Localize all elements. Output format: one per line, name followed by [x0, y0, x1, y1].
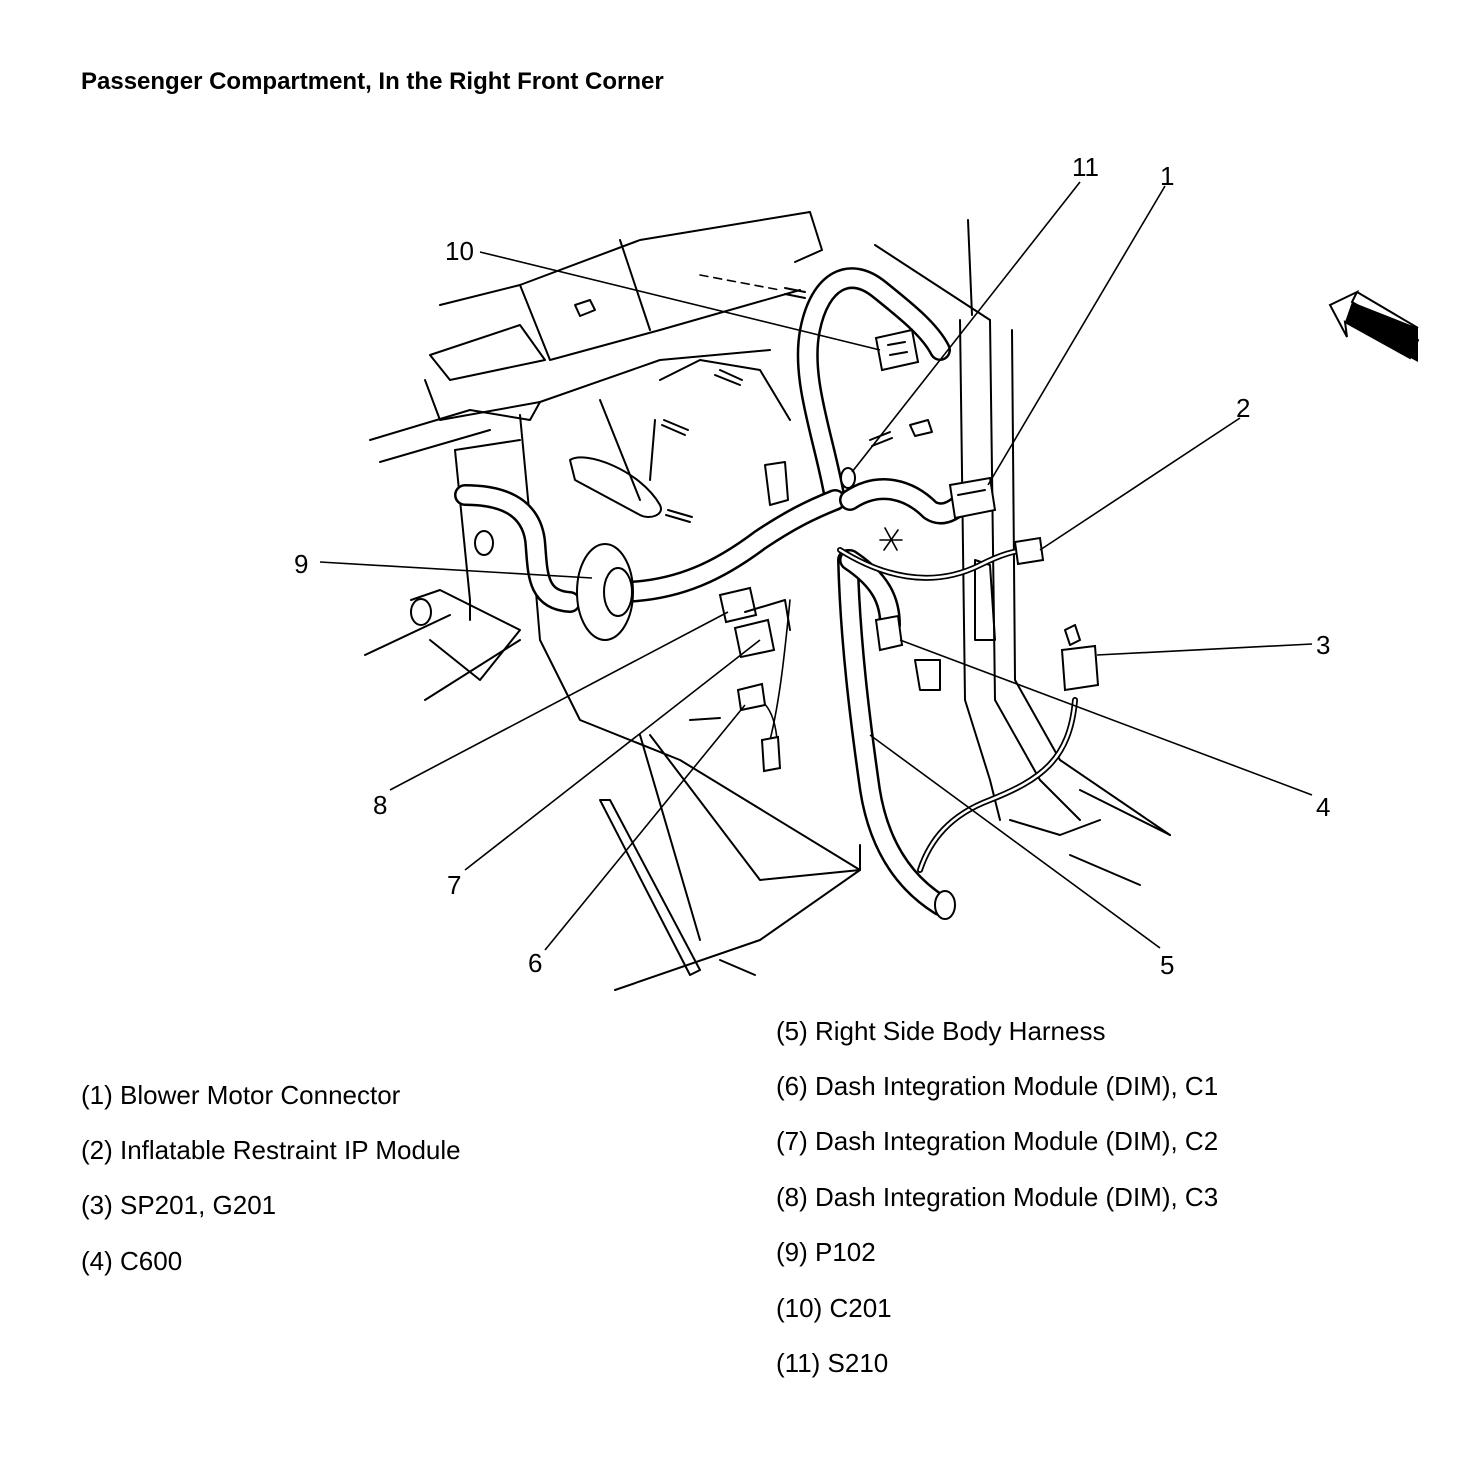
callout-8: 8	[373, 790, 387, 820]
legend-item-10: (10) C201	[776, 1293, 892, 1323]
page-title: Passenger Compartment, In the Right Fron…	[81, 68, 664, 95]
legend-item-8: (8) Dash Integration Module (DIM), C3	[776, 1182, 1219, 1212]
legend-item-9: (9) P102	[776, 1237, 876, 1267]
callout-5: 5	[1160, 950, 1174, 980]
callout-1: 1	[1160, 161, 1174, 191]
legend-item-2: (2) Inflatable Restraint IP Module	[81, 1135, 461, 1165]
callout-labels: 1 2 3 4 5 6 7 8 9 10 11	[294, 152, 1330, 980]
legend-item-11: (11) S210	[776, 1348, 889, 1378]
wiring-harness	[454, 267, 1078, 920]
dash-structure	[364, 211, 1171, 991]
callout-3: 3	[1316, 630, 1330, 660]
connectors	[718, 328, 1100, 773]
legend-item-3: (3) SP201, G201	[81, 1190, 277, 1220]
legend-item-5: (5) Right Side Body Harness	[776, 1016, 1106, 1046]
callout-2: 2	[1236, 393, 1250, 423]
callout-7: 7	[447, 870, 461, 900]
legend-item-7: (7) Dash Integration Module (DIM), C2	[776, 1126, 1219, 1156]
callout-9: 9	[294, 549, 308, 579]
front-direction-arrow-icon	[1328, 289, 1420, 362]
legend-item-6: (6) Dash Integration Module (DIM), C1	[776, 1071, 1219, 1101]
callout-4: 4	[1316, 792, 1330, 822]
callout-10: 10	[445, 236, 474, 266]
callout-11: 11	[1072, 152, 1099, 182]
component-location-diagram: 1 2 3 4 5 6 7 8 9 10 11	[294, 152, 1420, 991]
callout-6: 6	[528, 948, 542, 978]
legend-item-4: (4) C600	[81, 1246, 183, 1276]
legend-item-1: (1) Blower Motor Connector	[81, 1080, 401, 1110]
leader-lines	[319, 181, 1313, 951]
